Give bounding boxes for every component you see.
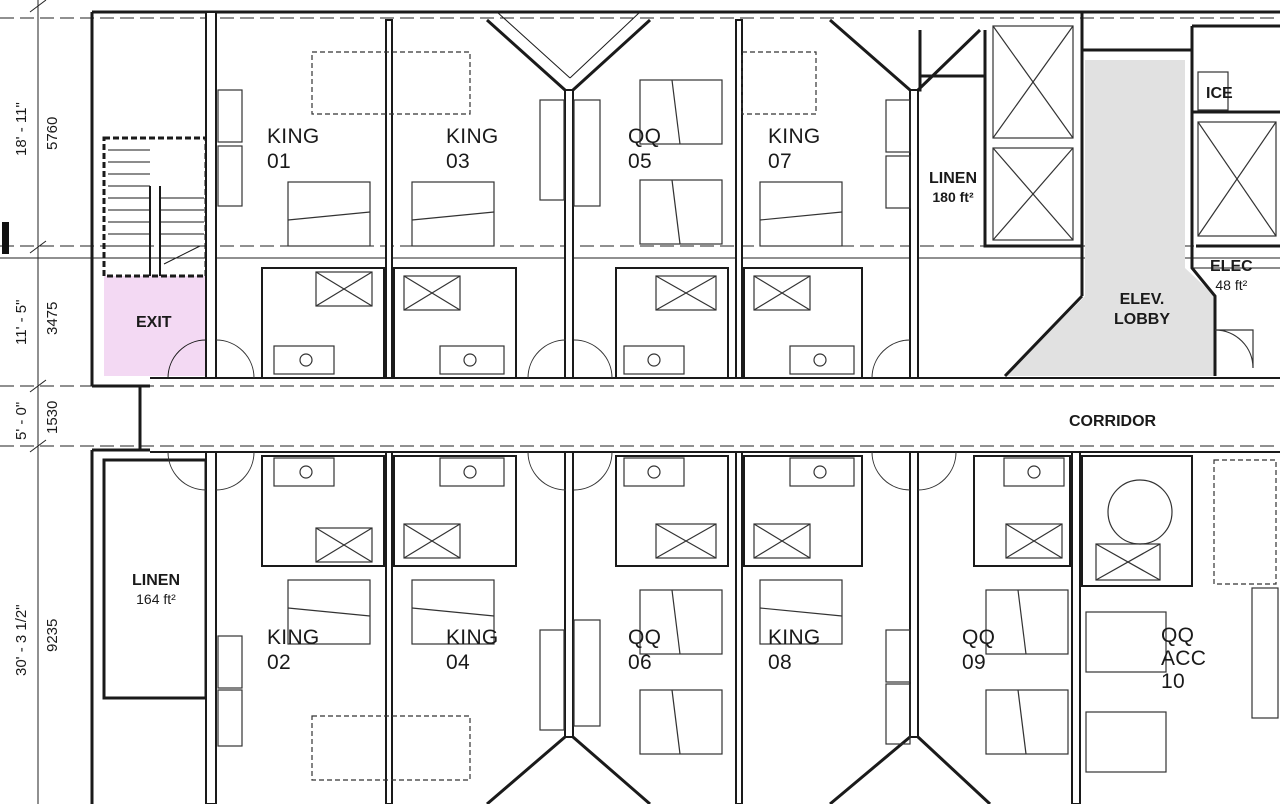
corridor-label: CORRIDOR [1069, 413, 1157, 430]
dim-mid-metric: 3475 [44, 301, 61, 335]
demising-walls [205, 11, 1081, 804]
section-marker [2, 222, 9, 254]
elevator-lobby-fill [1005, 60, 1215, 376]
lower-bathrooms [261, 455, 1193, 587]
desks [217, 89, 1279, 747]
elevator-lobby-label: ELEV.LOBBY [1114, 291, 1170, 328]
dim-mid-imperial: 11' - 5" [13, 299, 30, 345]
angled-walls [485, 11, 992, 804]
exit-label: EXIT [136, 314, 172, 331]
ice-label: ICE [1206, 85, 1233, 102]
dim-corridor-imperial: 5' - 0" [13, 401, 30, 440]
exit-stair-fill [104, 276, 206, 376]
dim-top-metric: 5760 [44, 116, 61, 150]
doors [167, 339, 957, 491]
elevator-cars [992, 25, 1277, 369]
core-walls [918, 12, 1280, 378]
dim-bottom-imperial: 30' - 3 1/2" [13, 604, 30, 676]
upper-bathrooms [261, 267, 863, 379]
dim-bottom-metric: 9235 [44, 618, 61, 652]
upper-beds [287, 51, 843, 247]
dim-corridor-metric: 1530 [44, 400, 61, 434]
lower-beds [287, 459, 1277, 781]
dim-top-imperial: 18' - 11" [13, 102, 30, 156]
